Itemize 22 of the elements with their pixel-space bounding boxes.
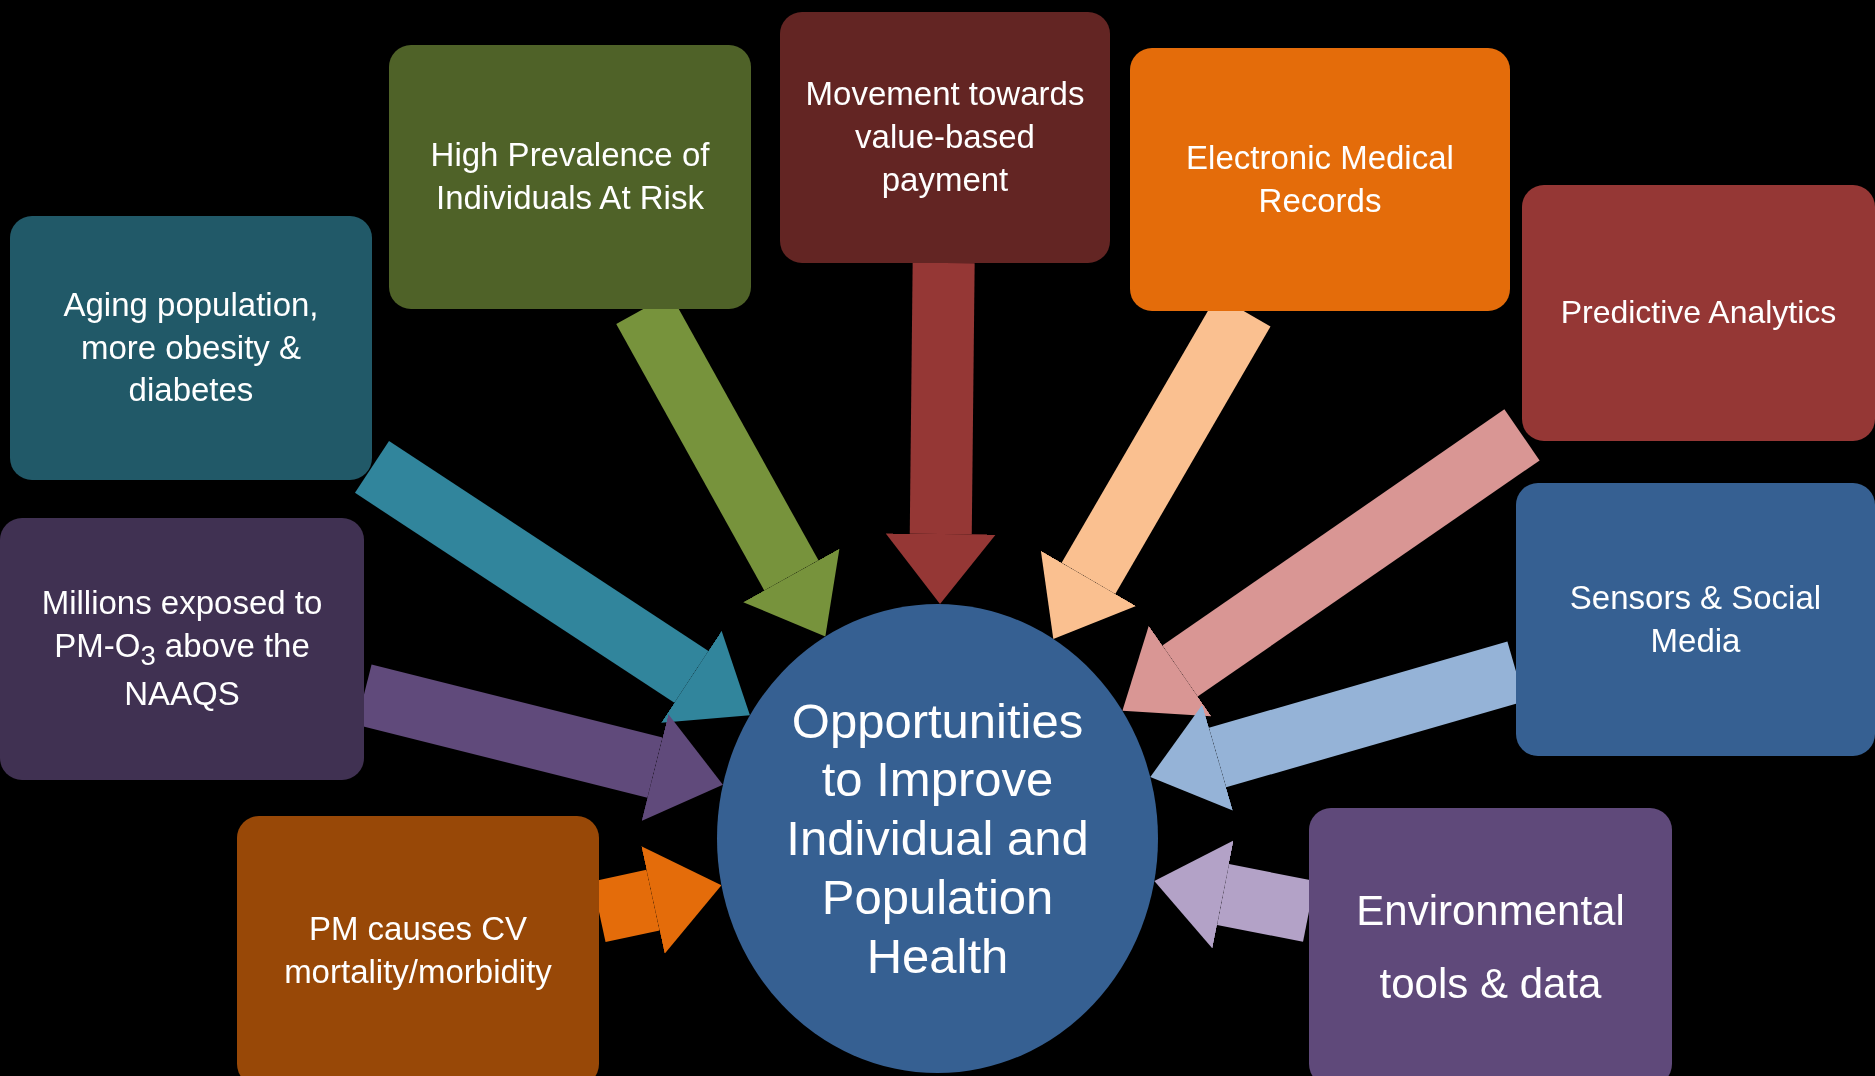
box-label: Millions exposed to PM-O$_{3}$ above the NAAQS [40, 582, 324, 715]
block-arrow [885, 262, 996, 604]
block-arrow [1122, 409, 1540, 717]
factor-box [1522, 185, 1875, 441]
factor-box [0, 518, 364, 780]
factor-box [237, 816, 599, 1076]
box-label: Sensors & Social Media [1568, 577, 1823, 661]
factor-box [10, 216, 372, 480]
box-label: Environmental tools & data [1355, 885, 1626, 1009]
box-label: Aging population, more obesity & diabetes [62, 284, 320, 411]
box-label: PM causes CV mortality/morbidity [283, 909, 553, 992]
factor-box [389, 45, 751, 309]
factor-box [1130, 48, 1510, 311]
box-label: Predictive Analytics [1560, 293, 1837, 333]
block-arrow [354, 441, 750, 723]
box-label: Movement towards value-based payment [804, 74, 1086, 200]
box-label: Electronic Medical Records [1185, 137, 1455, 221]
box-label: High Prevalence of Individuals At Risk [429, 135, 711, 218]
factor-box [780, 12, 1110, 263]
topic-label: Opportunities to Improve Individual and Population Health [785, 692, 1090, 985]
factor-box [1516, 483, 1875, 756]
factor-box [1309, 808, 1672, 1076]
